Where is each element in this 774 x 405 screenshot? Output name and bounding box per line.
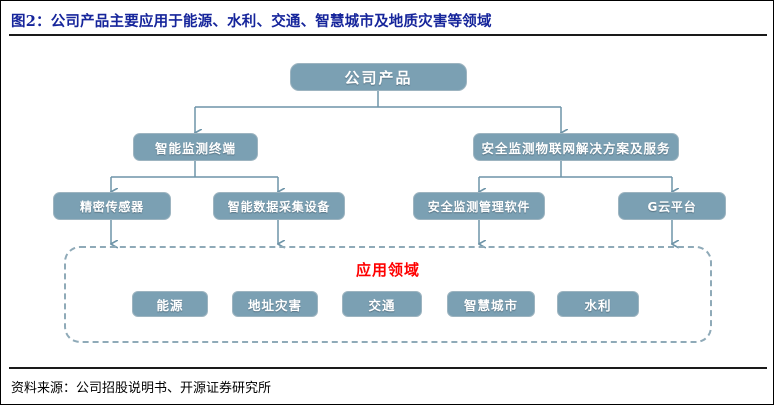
node-safety-monitoring-management-software[interactable]: 安全监测管理软件 [413,192,545,220]
source-divider [9,367,767,369]
node-label: 智慧城市 [463,297,518,313]
node-label: 水利 [584,297,612,313]
diagram-canvas: 公司产品 智能监测终端 安全监测物联网解决方案及服务 精密传感器 智能数据采集设… [1,37,774,367]
node-label: 智能数据采集设备 [227,199,331,214]
node-label: 安全监测管理软件 [427,199,531,214]
node-label: 公司产品 [344,68,413,87]
title-divider [9,34,767,36]
leaf-smart-city[interactable]: 智慧城市 [447,291,535,317]
leaf-transportation[interactable]: 交通 [342,291,422,317]
leaf-energy[interactable]: 能源 [132,291,208,317]
node-label: 能源 [156,297,184,313]
node-label: 安全监测物联网解决方案及服务 [481,140,671,156]
node-smart-data-acquisition-device[interactable]: 智能数据采集设备 [213,192,345,220]
node-label: 精密传感器 [79,199,144,214]
node-label: 智能监测终端 [154,140,236,156]
application-domain-container [64,246,712,343]
source-note: 资料来源：公司招股说明书、开源证券研究所 [11,381,272,396]
node-label: 交通 [368,297,396,313]
node-label: 地址灾害 [247,297,302,313]
leaf-water-conservancy[interactable]: 水利 [557,291,639,317]
node-g-cloud-platform[interactable]: G云平台 [618,192,726,220]
page-title: 图2：公司产品主要应用于能源、水利、交通、智慧城市及地质灾害等领域 [11,13,492,30]
node-iot-solution-and-service[interactable]: 安全监测物联网解决方案及服务 [473,133,679,161]
node-precision-sensor[interactable]: 精密传感器 [53,192,171,220]
leaf-geological-disaster[interactable]: 地址灾害 [232,291,318,317]
connector-lines [1,91,774,367]
node-company-products[interactable]: 公司产品 [290,63,467,91]
node-label: G云平台 [647,199,697,214]
node-smart-monitoring-terminal[interactable]: 智能监测终端 [133,133,258,161]
application-domain-title: 应用领域 [355,261,420,279]
